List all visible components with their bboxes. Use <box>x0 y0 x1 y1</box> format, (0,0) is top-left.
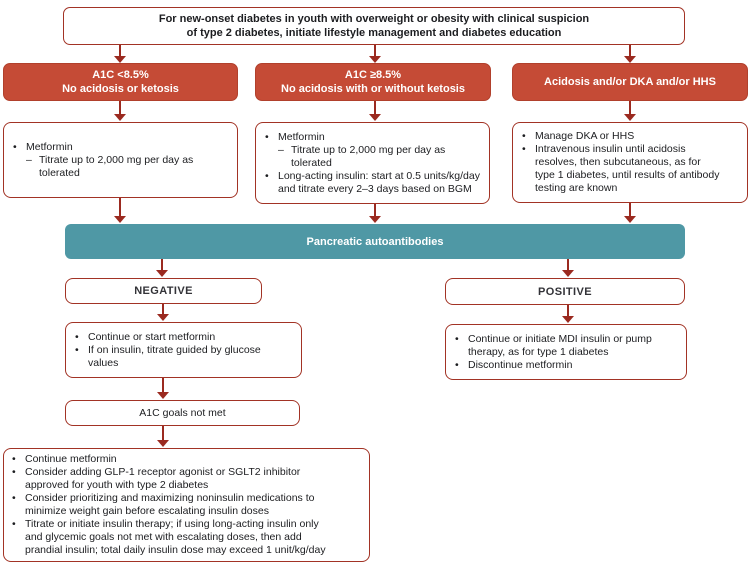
bullet-marker: • <box>522 143 526 155</box>
list-item-text: Metformin <box>278 130 325 143</box>
list-item: • Intravenous insulin until acidosis reso… <box>522 143 738 195</box>
bullet-marker: • <box>455 332 459 345</box>
bullet-marker: • <box>455 358 459 371</box>
flow-arrow <box>114 198 126 223</box>
list-item-text: Discontinue metformin <box>468 358 573 371</box>
bullet-marker: • <box>75 330 79 343</box>
list-item: • Continue or initiate MDI insulin or pum… <box>455 333 677 359</box>
escalation-treatment-box: • Continue metformin • Consider adding GLP-… <box>3 448 370 562</box>
list-item-text: Intravenous insulin until acidosis resol… <box>535 143 720 194</box>
flow-arrow <box>624 203 636 223</box>
list-item: • Metformin <box>13 141 228 154</box>
list-item: • If on insulin, titrate guided by glucos… <box>75 344 292 370</box>
list-item: • Continue or start metformin <box>75 331 292 344</box>
bullet-marker: • <box>265 169 269 182</box>
treatment-box-dka-management: • Manage DKA or HHS • Intravenous insulin u… <box>512 122 748 203</box>
bullet-marker: • <box>12 453 16 465</box>
flow-arrow <box>562 305 574 323</box>
bullet-marker: • <box>522 130 526 142</box>
positive-treatment-box: • Continue or initiate MDI insulin or pum… <box>445 324 687 380</box>
pancreatic-autoantibodies-bar: Pancreatic autoantibodies <box>65 224 685 259</box>
flow-arrow <box>114 45 126 63</box>
initial-management-box: For new-onset diabetes in youth with ove… <box>63 7 685 45</box>
list-item-text: Consider adding GLP-1 receptor agonist o… <box>25 466 301 491</box>
bullet-marker: • <box>12 518 16 530</box>
branch-header-a1c-over-8-5: A1C ≥8.5% No acidosis with or without ke… <box>255 63 491 101</box>
list-item-text: Titrate up to 2,000 mg per day as tolera… <box>291 143 446 169</box>
dash-marker: – <box>278 143 284 156</box>
antibody-negative-box: NEGATIVE <box>65 278 262 304</box>
bullet-marker: • <box>75 343 79 356</box>
list-item: • Consider prioritizing and maximizing no… <box>12 492 361 518</box>
list-item: • Discontinue metformin <box>455 359 677 372</box>
antibody-positive-box: POSITIVE <box>445 278 685 305</box>
branch-header-acidosis-dka-hhs: Acidosis and/or DKA and/or HHS <box>512 63 748 101</box>
bullet-marker: • <box>13 140 17 153</box>
flow-arrow <box>369 101 381 121</box>
list-item: –Titrate up to 2,000 mg per day as toler… <box>278 144 480 170</box>
list-item-text: Titrate up to 2,000 mg per day as tolera… <box>39 153 194 179</box>
list-item: • Long-acting insulin: start at 0.5 units… <box>265 170 480 196</box>
a1c-goals-not-met-box: A1C goals not met <box>65 400 300 426</box>
flow-arrow <box>114 101 126 121</box>
list-item-text: Manage DKA or HHS <box>535 130 635 142</box>
list-item: –Titrate up to 2,000 mg per day as toler… <box>26 154 228 180</box>
flow-arrow <box>157 426 169 447</box>
flow-arrow <box>624 101 636 121</box>
flow-arrow <box>369 45 381 63</box>
flow-arrow <box>624 45 636 63</box>
bullet-marker: • <box>12 466 16 478</box>
list-item-text: Metformin <box>26 140 73 153</box>
list-item: • Titrate or initiate insulin therapy; if… <box>12 518 361 557</box>
bullet-marker: • <box>265 130 269 143</box>
list-item-text: Continue metformin <box>25 453 117 465</box>
treatment-box-metformin: • Metformin–Titrate up to 2,000 mg per da… <box>3 122 238 198</box>
flow-arrow <box>157 378 169 399</box>
flow-arrow <box>157 304 169 321</box>
list-item: • Metformin <box>265 131 480 144</box>
list-item-text: If on insulin, titrate guided by glucose… <box>88 343 261 369</box>
list-item-text: Consider prioritizing and maximizing non… <box>25 492 315 517</box>
list-item-text: Continue or start metformin <box>88 330 216 343</box>
branch-header-a1c-under-8-5: A1C <8.5% No acidosis or ketosis <box>3 63 238 101</box>
negative-treatment-box: • Continue or start metformin • If on insul… <box>65 322 302 378</box>
flow-arrow <box>562 259 574 277</box>
list-item-text: Long-acting insulin: start at 0.5 units/… <box>278 169 480 195</box>
flow-arrow <box>369 204 381 223</box>
treatment-box-metformin-insulin: • Metformin–Titrate up to 2,000 mg per da… <box>255 122 490 204</box>
flow-arrow <box>156 259 168 277</box>
dash-marker: – <box>26 153 32 166</box>
list-item: • Consider adding GLP-1 receptor agonist … <box>12 466 361 492</box>
list-item: • Manage DKA or HHS <box>522 130 738 143</box>
list-item: • Continue metformin <box>12 453 361 466</box>
bullet-marker: • <box>12 492 16 504</box>
list-item-text: Continue or initiate MDI insulin or pump… <box>468 332 652 358</box>
list-item-text: Titrate or initiate insulin therapy; if … <box>25 518 326 556</box>
